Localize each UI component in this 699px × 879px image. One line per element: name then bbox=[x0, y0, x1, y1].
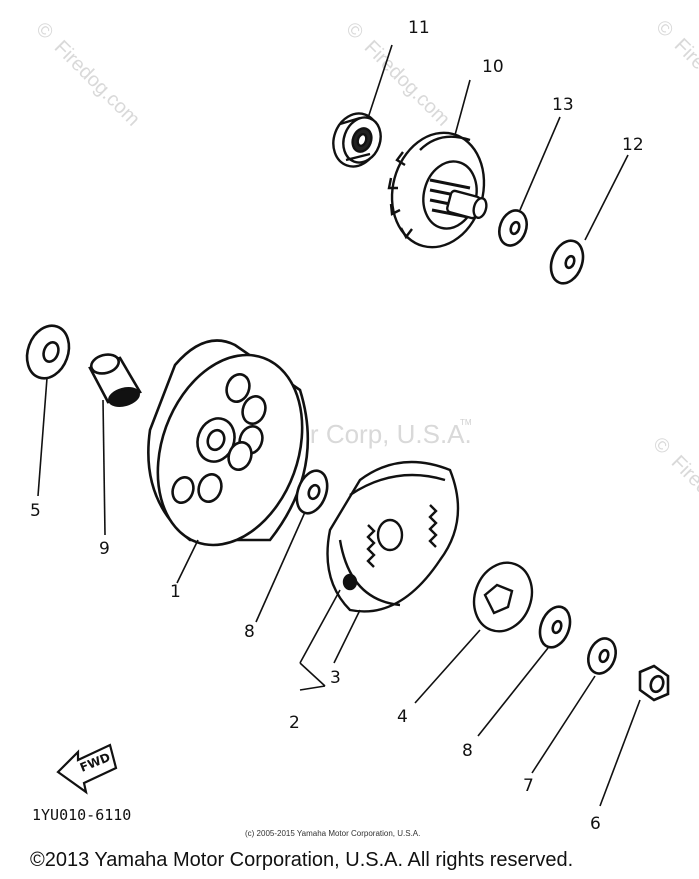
watermark-tm: TM bbox=[460, 418, 472, 427]
clutch-shoe-part-2 bbox=[326, 460, 460, 613]
clutch-housing-part-1 bbox=[147, 339, 310, 547]
callout-13: 13 bbox=[552, 95, 574, 115]
washer-part-7 bbox=[587, 637, 617, 675]
callout-6: 6 bbox=[590, 814, 601, 834]
washer-part-8-lower bbox=[538, 605, 572, 649]
callout-8-lower: 8 bbox=[462, 741, 473, 761]
washer-part-13 bbox=[498, 209, 528, 247]
watermark-firedog: Firedog.com bbox=[50, 36, 144, 130]
diagram-code: 1YU010-6110 bbox=[32, 806, 131, 824]
bearing-part-11 bbox=[332, 112, 382, 168]
callout-11: 11 bbox=[408, 18, 430, 38]
callout-7: 7 bbox=[523, 776, 534, 796]
watermark-copyright: © bbox=[341, 18, 367, 44]
callout-3: 3 bbox=[330, 668, 341, 688]
nut-part-6 bbox=[638, 664, 670, 702]
plate-part-4 bbox=[472, 561, 534, 633]
callout-10: 10 bbox=[482, 57, 504, 77]
small-copyright: (c) 2005-2015 Yamaha Motor Corporation, … bbox=[245, 829, 420, 838]
callout-2: 2 bbox=[289, 713, 300, 733]
washer-part-12 bbox=[549, 239, 585, 285]
watermark-firedog: Firedog.com bbox=[667, 451, 699, 545]
footer-copyright: ©2013 Yamaha Motor Corporation, U.S.A. A… bbox=[30, 849, 573, 871]
callout-numbers: 11 10 13 12 5 9 1 8 3 2 4 8 7 6 bbox=[30, 18, 644, 834]
callout-8-upper: 8 bbox=[244, 622, 255, 642]
watermark-copyright: © bbox=[31, 18, 57, 44]
washer-part-5 bbox=[25, 324, 71, 380]
gear-part-10 bbox=[387, 131, 488, 249]
bushing-part-9 bbox=[88, 353, 142, 407]
callout-9: 9 bbox=[99, 539, 110, 559]
forward-arrow-icon: FWD bbox=[56, 743, 118, 795]
callout-5: 5 bbox=[30, 501, 41, 521]
callout-1: 1 bbox=[170, 582, 181, 602]
watermark-firedog: Firedog.com bbox=[670, 34, 699, 128]
watermark-firedog: Firedog.com bbox=[360, 36, 454, 130]
watermark-copyright: © bbox=[648, 433, 674, 459]
leader-lines bbox=[37, 44, 641, 807]
callout-4: 4 bbox=[397, 707, 408, 727]
callout-12: 12 bbox=[622, 135, 644, 155]
watermark-layer: © Firedog.com © Firedog.com © Firedog.co… bbox=[31, 16, 699, 546]
watermark-copyright: © bbox=[651, 16, 677, 42]
